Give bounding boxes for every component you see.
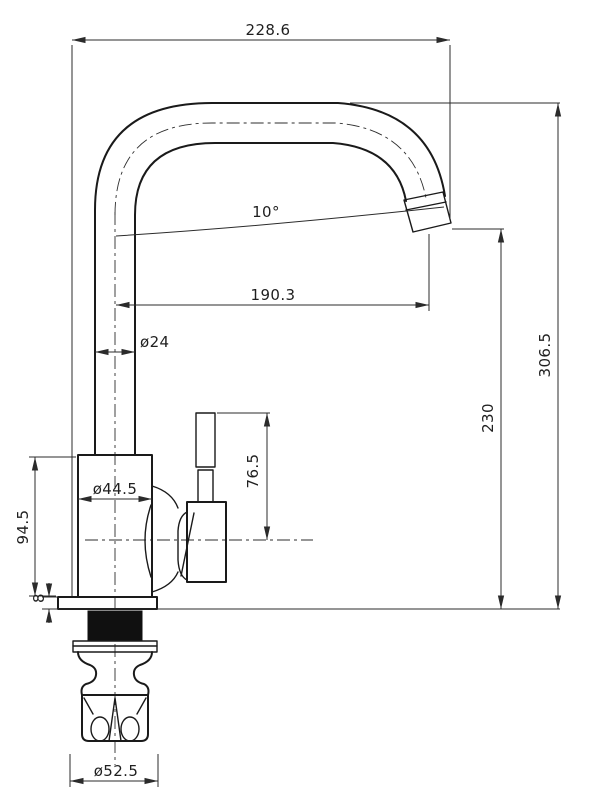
dim-base-diameter: ø52.5 [69, 754, 159, 787]
nut-center-notch [108, 697, 122, 742]
collar-left-profile [77, 651, 98, 696]
valve-connector [177, 511, 188, 581]
dim-overall-height: 306.5 [350, 102, 562, 609]
nut-chamfer-left [83, 697, 94, 715]
dim-label-spout-angle: 10° [252, 203, 280, 221]
dim-label-base-plate-thickness: 8 [30, 593, 48, 603]
valve-housing [186, 501, 227, 583]
handle-lever-upper [195, 412, 216, 468]
collar-right-profile [132, 651, 153, 696]
dim-label-handle-height: 76.5 [244, 454, 262, 489]
spout-centerline [114, 122, 427, 216]
dim-body-diameter: ø44.5 [78, 480, 152, 503]
faucet-outline [57, 102, 560, 742]
dim-label-base-diameter: ø52.5 [94, 762, 139, 780]
dim-spout-reach: 190.3 [116, 234, 430, 311]
dim-label-body-diameter: ø44.5 [93, 480, 138, 498]
valve-bulge-top [151, 485, 179, 509]
dim-handle-height: 76.5 [217, 412, 271, 540]
nut-hole-left [90, 716, 110, 742]
dim-label-outlet-height: 230 [479, 403, 497, 433]
dim-body-height: 94.5 [14, 456, 76, 597]
dim-outlet-height: 230 [452, 228, 505, 609]
dim-spout-angle: 10° [115, 203, 445, 237]
spout-inner-edge [134, 142, 407, 456]
nut-hole-right [120, 716, 140, 742]
dim-label-overall-height: 306.5 [536, 333, 554, 378]
threaded-shank [87, 610, 143, 642]
dim-label-spout-reach: 190.3 [251, 286, 296, 304]
handle-lever-lower [197, 469, 214, 503]
base-plate [57, 596, 158, 610]
dim-top-width: 228.6 [71, 21, 451, 596]
valve-cone-intersection [144, 504, 152, 578]
aerator-band-line [405, 201, 447, 211]
dim-label-tube-diameter: ø24 [140, 333, 169, 351]
dim-label-top-width: 228.6 [246, 21, 291, 39]
valve-bulge-bottom [151, 571, 179, 593]
angle-reference-line [115, 206, 445, 237]
spout-aerator-tip [403, 191, 452, 233]
dim-tube-diameter: ø24 [95, 333, 169, 356]
centerlines [85, 122, 427, 765]
valve-pivot-line [180, 512, 195, 577]
dim-label-body-height: 94.5 [14, 510, 32, 545]
dim-base-plate-thickness: 8 [30, 583, 57, 623]
mounting-nut [81, 694, 149, 742]
spout-outer-edge [94, 102, 446, 456]
nut-chamfer-right [136, 697, 147, 715]
